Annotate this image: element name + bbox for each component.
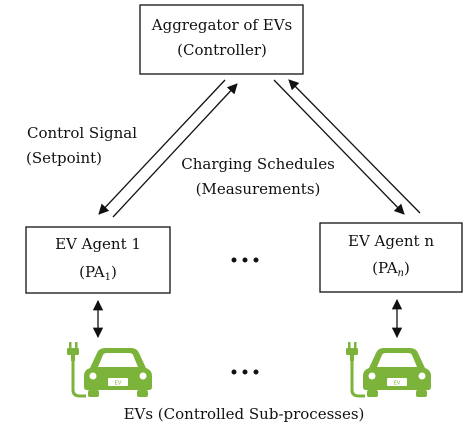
controller-box: [139, 4, 304, 75]
schedule-arrow-right: [273, 79, 405, 215]
agent-node-n: EV Agent n (PAn): [319, 222, 463, 293]
charging-schedules-label: Charging Schedules: [181, 155, 335, 173]
right-arrow-pair: [273, 79, 421, 215]
car-plate-text: EV: [394, 381, 401, 387]
agent-1-box: [25, 226, 171, 294]
ev-car-icon: EV: [67, 342, 152, 398]
left-arrow-pair: [98, 79, 238, 218]
agent-1-title: EV Agent 1: [55, 235, 141, 253]
controlled-subprocesses-caption: EVs (Controlled Sub-processes): [124, 405, 365, 423]
charging-plug-icon: [346, 342, 365, 398]
controller-node: Aggregator of EVs (Controller): [139, 4, 304, 75]
agent-n-box: [319, 222, 463, 293]
control-signal-arrow-right: [288, 79, 421, 214]
agents-ellipsis-icon: [231, 257, 259, 263]
ev-car-icon: EV: [346, 342, 431, 398]
measurements-label: (Measurements): [196, 180, 321, 198]
controller-subtitle: (Controller): [177, 41, 267, 59]
setpoint-label: (Setpoint): [26, 149, 102, 167]
charging-plug-icon: [67, 342, 86, 398]
agent-n-title: EV Agent n: [348, 232, 434, 250]
cars-ellipsis-icon: [231, 369, 259, 375]
controller-title: Aggregator of EVs: [151, 16, 292, 34]
agent-1-pa-label: (PA1): [79, 263, 117, 283]
car-plate-text: EV: [115, 381, 122, 387]
agent-node-1: EV Agent 1 (PA1): [25, 226, 171, 294]
control-signal-label: Control Signal: [27, 124, 137, 142]
schedule-arrow-left: [112, 83, 238, 218]
control-signal-arrow: [98, 79, 226, 215]
agent-n-pa-label: (PAn): [372, 259, 410, 279]
